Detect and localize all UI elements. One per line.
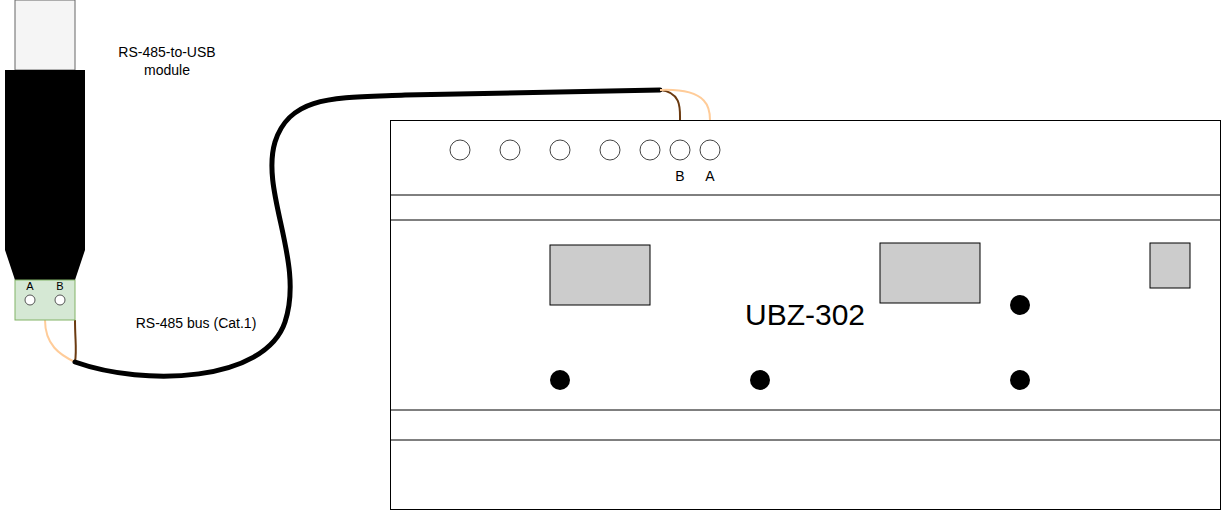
usb-module: RS-485-to-USB module	[5, 0, 85, 320]
terminal-label: A	[702, 169, 718, 183]
pin-label: B	[52, 281, 68, 292]
device-name: UBZ-302	[725, 296, 885, 334]
cable-label: RS-485 bus (Cat.1)	[131, 315, 261, 333]
module-caption: RS-485-to-USB module	[107, 44, 227, 79]
terminal-label: B	[672, 169, 688, 183]
pin-label: A	[22, 281, 38, 292]
usb-module-outline	[5, 0, 85, 320]
ubz-302-device: UBZ-302	[390, 120, 1221, 510]
